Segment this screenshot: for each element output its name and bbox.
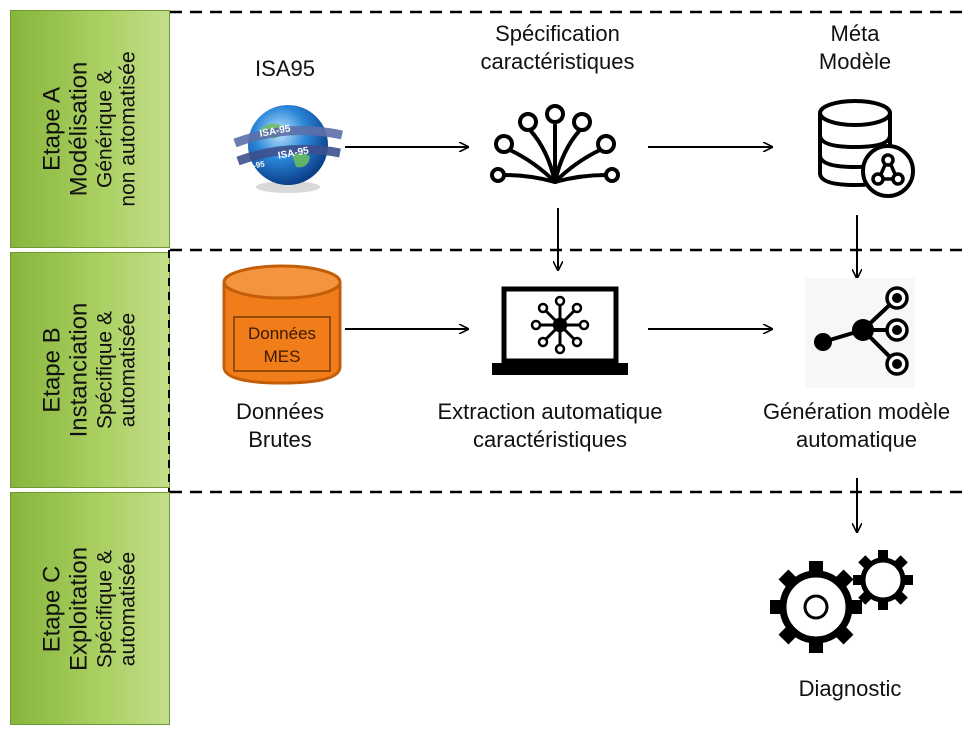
raw-label-line1: Données xyxy=(235,399,325,424)
meta-label-line2: Modèle xyxy=(818,49,892,75)
isa95-badge-bot: ISA-95 xyxy=(239,159,266,172)
diag-label-text: Diagnostic xyxy=(798,676,902,701)
isa95-badge-mid: ISA-95 xyxy=(277,145,310,161)
spec-label: Spécification caractéristiques xyxy=(440,20,675,76)
extract-label-line1: Extraction automatique xyxy=(437,399,663,424)
node-graph-icon xyxy=(805,278,915,388)
cylinder-line2: MES xyxy=(264,347,301,366)
gears-icon xyxy=(770,550,913,653)
gen-label: Génération modèle automatique xyxy=(744,398,969,454)
network-tree-icon xyxy=(490,104,620,184)
stage-c-box: Etape C Exploitation Spécifique & automa… xyxy=(10,492,170,725)
extract-label: Extraction automatique caractéristiques xyxy=(400,398,700,454)
spec-label-line2: caractéristiques xyxy=(480,49,635,75)
meta-label-line1: Méta xyxy=(830,21,880,46)
globe-icon: ISA-95 ISA-95 ISA-95 xyxy=(233,105,343,193)
database-cylinder-icon: Données MES xyxy=(222,264,342,385)
spec-label-line1: Spécification xyxy=(495,21,620,46)
cylinder-line1: Données xyxy=(248,324,316,343)
raw-label-line2: Brutes xyxy=(248,427,312,453)
laptop-icon xyxy=(492,286,628,375)
gen-label-line2: automatique xyxy=(795,427,918,453)
stage-b-box: Etape B Instanciation Spécifique & autom… xyxy=(10,252,170,488)
gen-label-line1: Génération modèle xyxy=(762,399,951,424)
stage-a-box: Etape A Modélisation Générique & non aut… xyxy=(10,10,170,248)
database-icon xyxy=(818,99,915,198)
meta-label: Méta Modèle xyxy=(790,20,920,76)
raw-label: Données Brutes xyxy=(205,398,355,454)
isa95-label-text: ISA95 xyxy=(255,56,315,81)
isa95-badge-top: ISA-95 xyxy=(259,123,292,139)
extract-label-line2: caractéristiques xyxy=(472,427,628,453)
isa95-label: ISA95 xyxy=(230,55,340,83)
diag-label: Diagnostic xyxy=(770,675,930,703)
